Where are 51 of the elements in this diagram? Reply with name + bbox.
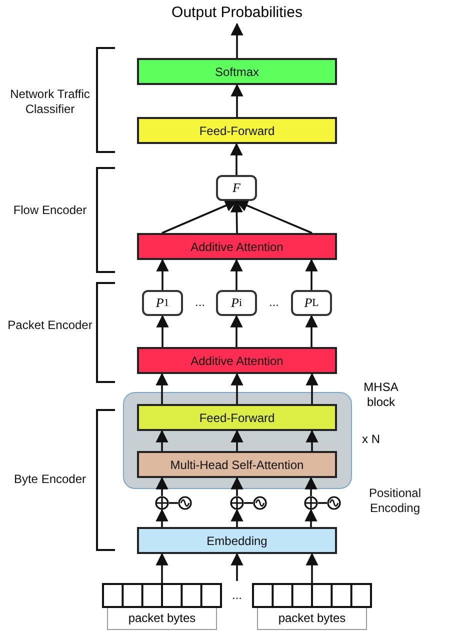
layer-box: Feed-Forward xyxy=(137,117,337,144)
arrow xyxy=(156,430,168,451)
ellipsis: ... xyxy=(230,588,243,603)
arrow xyxy=(230,142,243,175)
section-label: Flow Encoder xyxy=(12,203,88,218)
arrow xyxy=(230,258,243,290)
arrow xyxy=(156,508,168,527)
layer-box: Embedding xyxy=(137,527,337,554)
array-label: packet bytes xyxy=(107,608,217,630)
arrow xyxy=(230,476,244,496)
arrow xyxy=(230,84,244,117)
section-label: Byte Encoder xyxy=(12,472,88,487)
arrow xyxy=(162,200,238,234)
section-label: Packet Encoder xyxy=(6,318,94,333)
connector-line xyxy=(318,502,327,504)
arrow xyxy=(306,430,318,451)
ellipsis: ... xyxy=(194,295,206,310)
arrow xyxy=(230,552,244,581)
arrow xyxy=(304,508,318,527)
arrow xyxy=(304,476,318,496)
arrow xyxy=(305,314,318,347)
layer-box: Additive Attention xyxy=(137,347,337,374)
connector-line xyxy=(169,502,178,504)
ellipsis: ... xyxy=(268,295,280,310)
block-title: MHSA block xyxy=(362,380,400,410)
arrow xyxy=(235,200,312,234)
arrow xyxy=(230,314,243,347)
arrow xyxy=(230,372,244,404)
arrow xyxy=(230,22,244,58)
layer-box: Multi-Head Self-Attention xyxy=(137,451,337,478)
arrow xyxy=(156,552,168,583)
arrow xyxy=(230,200,243,234)
section-label: Network Traffic Classifier xyxy=(9,87,91,117)
vector-box: F xyxy=(216,175,257,201)
arrow xyxy=(156,476,168,496)
output-label: Output Probabilities xyxy=(160,2,314,24)
arrow xyxy=(230,508,244,527)
array-label: packet bytes xyxy=(257,608,367,630)
arrow xyxy=(306,552,318,583)
layer-box: Feed-Forward xyxy=(137,404,337,431)
arrow xyxy=(305,258,318,290)
arrow xyxy=(156,372,168,404)
arrow xyxy=(230,430,244,451)
layer-box: Softmax xyxy=(137,58,337,85)
section-label: Positional Encoding xyxy=(368,486,422,516)
layer-box: Additive Attention xyxy=(137,233,337,260)
repeat-count: x N xyxy=(362,432,380,446)
arrow xyxy=(156,314,169,347)
arrow xyxy=(156,258,169,290)
arrow xyxy=(306,372,318,404)
connector-line xyxy=(244,502,253,504)
